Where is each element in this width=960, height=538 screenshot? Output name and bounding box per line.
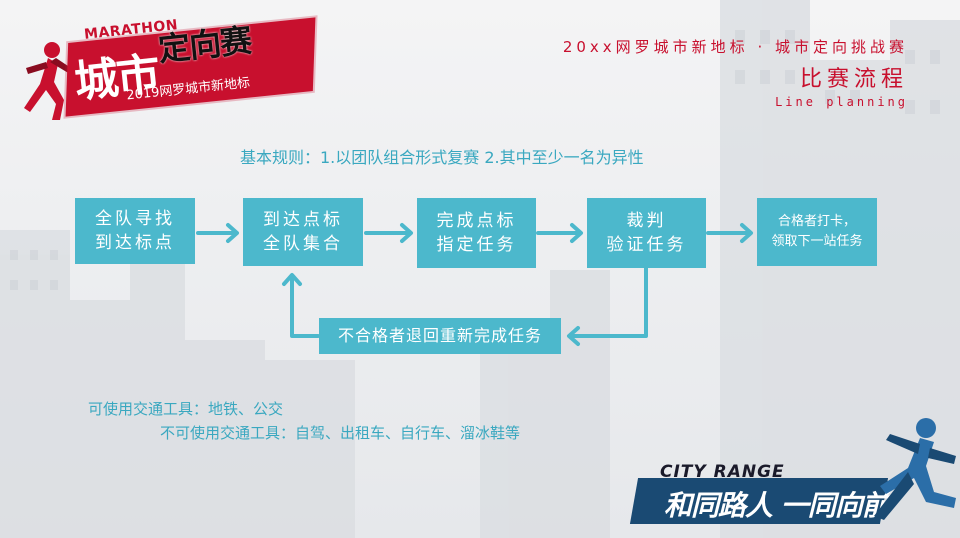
transport-allowed: 可使用交通工具：地铁、公交 bbox=[88, 400, 284, 418]
step-2-line2: 全队集合 bbox=[263, 234, 343, 254]
page-subtitle-en: Line planning bbox=[775, 95, 908, 109]
badge-english: CITY RANGE bbox=[660, 462, 785, 482]
step-1-box: 全队寻找到达标点 bbox=[75, 198, 195, 264]
step-2-line1: 到达点标 bbox=[263, 210, 343, 230]
arrow-step1-to-step2 bbox=[196, 223, 239, 243]
header-event-line: 20xx网罗城市新地标 · 城市定向挑战赛 bbox=[562, 38, 908, 56]
event-logo: MARATHON 城市 定向赛 2019网罗城市新地标 bbox=[8, 8, 318, 128]
transport-forbidden: 不可使用交通工具：自驾、出租车、自行车、溜冰鞋等 bbox=[160, 424, 521, 442]
step-5-line1: 合格者打卡， bbox=[777, 214, 856, 229]
step-4-box: 裁判验证任务 bbox=[587, 198, 706, 268]
step-1-line1: 全队寻找 bbox=[95, 209, 175, 229]
page-title: 比赛流程 bbox=[799, 67, 908, 92]
fail-box: 不合格者退回重新完成任务 bbox=[319, 318, 561, 354]
arrow-step2-to-step3 bbox=[364, 223, 413, 243]
step-3-line2: 指定任务 bbox=[436, 235, 517, 255]
page-header: 20xx网罗城市新地标 · 城市定向挑战赛 比赛流程 Line planning bbox=[563, 36, 908, 109]
step-5-box: 合格者打卡， 领取下一站任务 bbox=[757, 198, 877, 266]
step-4-line1: 裁判 bbox=[626, 211, 667, 231]
basic-rules: 基本规则：1.以团队组合形式复赛 2.其中至少一名为异性 bbox=[240, 148, 644, 167]
step-3-box: 完成点标指定任务 bbox=[417, 198, 536, 268]
arrow-fail-to-step2 bbox=[282, 273, 320, 338]
logo-title-accent: 定向赛 bbox=[156, 21, 253, 69]
arrow-step4-to-step5 bbox=[706, 223, 753, 243]
city-range-badge: CITY RANGE 和同路人 一同向前 bbox=[629, 412, 960, 538]
step-4-line2: 验证任务 bbox=[606, 235, 687, 255]
arrow-step3-to-step4 bbox=[536, 223, 583, 243]
badge-slogan: 和同路人 一同向前 bbox=[664, 489, 890, 522]
arrow-step4-to-fail bbox=[567, 266, 648, 346]
step-1-line2: 到达标点 bbox=[95, 233, 175, 253]
step-2-box: 到达点标全队集合 bbox=[243, 198, 363, 266]
sprinter-illustration-icon bbox=[874, 418, 956, 520]
step-5-line2: 领取下一站任务 bbox=[771, 234, 863, 249]
step-3-line1: 完成点标 bbox=[436, 211, 517, 231]
